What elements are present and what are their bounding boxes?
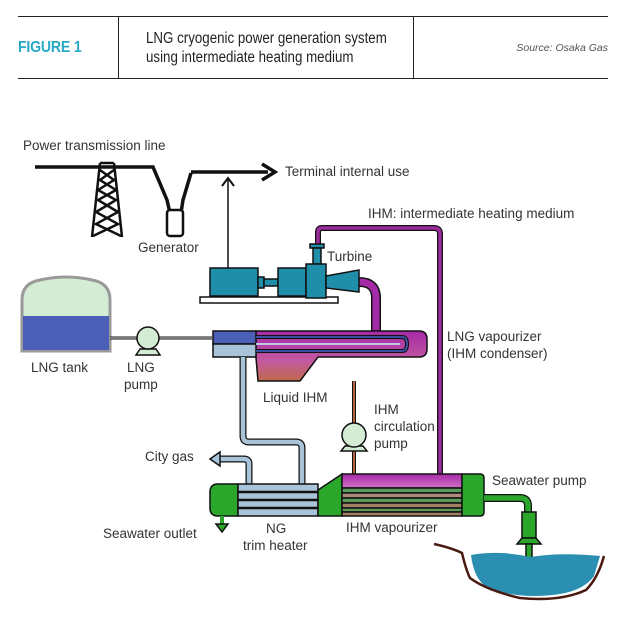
ihm-loop-pipe	[315, 225, 443, 474]
lng-pump-icon	[134, 326, 162, 356]
label-ihm-vaporizer: IHM vapourizer	[346, 520, 438, 535]
lng-tank-icon	[20, 275, 112, 353]
ng-pipe	[239, 357, 306, 484]
arrow-right-icon	[261, 162, 279, 182]
label-lng-vaporizer-line2: (IHM condenser)	[447, 346, 548, 361]
label-seawater-outlet: Seawater outlet	[103, 526, 197, 541]
figure-source-cell: Source: Osaka Gas	[516, 17, 608, 78]
label-ihm-definition: IHM: intermediate heating medium	[368, 206, 574, 221]
label-generator: Generator	[138, 240, 199, 255]
city-gas-pipe	[208, 450, 253, 484]
figure-number-cell: FIGURE 1	[18, 17, 119, 78]
label-liquid-ihm: Liquid IHM	[263, 390, 328, 405]
figure-label: FIGURE 1	[18, 38, 82, 56]
turbine-icon	[305, 243, 360, 299]
power-up-arrow	[221, 176, 235, 268]
figure-header: FIGURE 1 LNG cryogenic power generation …	[18, 16, 608, 79]
power-transmission-line	[35, 162, 279, 214]
seawater-pipe	[484, 494, 532, 512]
figure-title-line2: using intermediate heating medium	[146, 48, 354, 66]
equipment-base	[199, 296, 339, 304]
sea-icon	[433, 542, 606, 601]
generator-unit	[209, 267, 307, 297]
label-lng-pump-line1: LNG	[127, 360, 155, 375]
label-ng-trim-line1: NG	[266, 521, 286, 536]
label-terminal-internal-use: Terminal internal use	[285, 164, 410, 179]
arrow-down-icon	[214, 523, 230, 534]
label-ihm-circ-line2: circulation	[374, 419, 435, 434]
transmission-tower-icon	[90, 161, 124, 238]
label-turbine: Turbine	[327, 249, 372, 264]
ng-trim-heater	[209, 483, 319, 534]
ihm-circulation-pump-icon	[339, 422, 369, 452]
arrow-left-icon	[208, 450, 221, 468]
generator-icon	[165, 208, 185, 238]
figure-title-cell: LNG cryogenic power generation system us…	[119, 17, 414, 78]
lng-vaporizer	[212, 330, 428, 382]
label-city-gas: City gas	[145, 449, 194, 464]
label-lng-pump-line2: pump	[124, 377, 158, 392]
label-seawater-pump: Seawater pump	[492, 473, 587, 488]
label-ihm-circ-line1: IHM	[374, 402, 399, 417]
label-lng-tank: LNG tank	[31, 360, 88, 375]
label-lng-vaporizer-line1: LNG vapourizer	[447, 329, 542, 344]
label-ng-trim-line2: trim heater	[243, 538, 308, 553]
figure-title-line1: LNG cryogenic power generation system	[146, 29, 387, 47]
turbine-exhaust-pipe	[358, 277, 381, 334]
ihm-vaporizer	[317, 472, 485, 517]
label-ihm-circ-line3: pump	[374, 436, 408, 451]
label-power-transmission-line: Power transmission line	[23, 138, 166, 153]
figure-source: Source: Osaka Gas	[516, 41, 608, 54]
